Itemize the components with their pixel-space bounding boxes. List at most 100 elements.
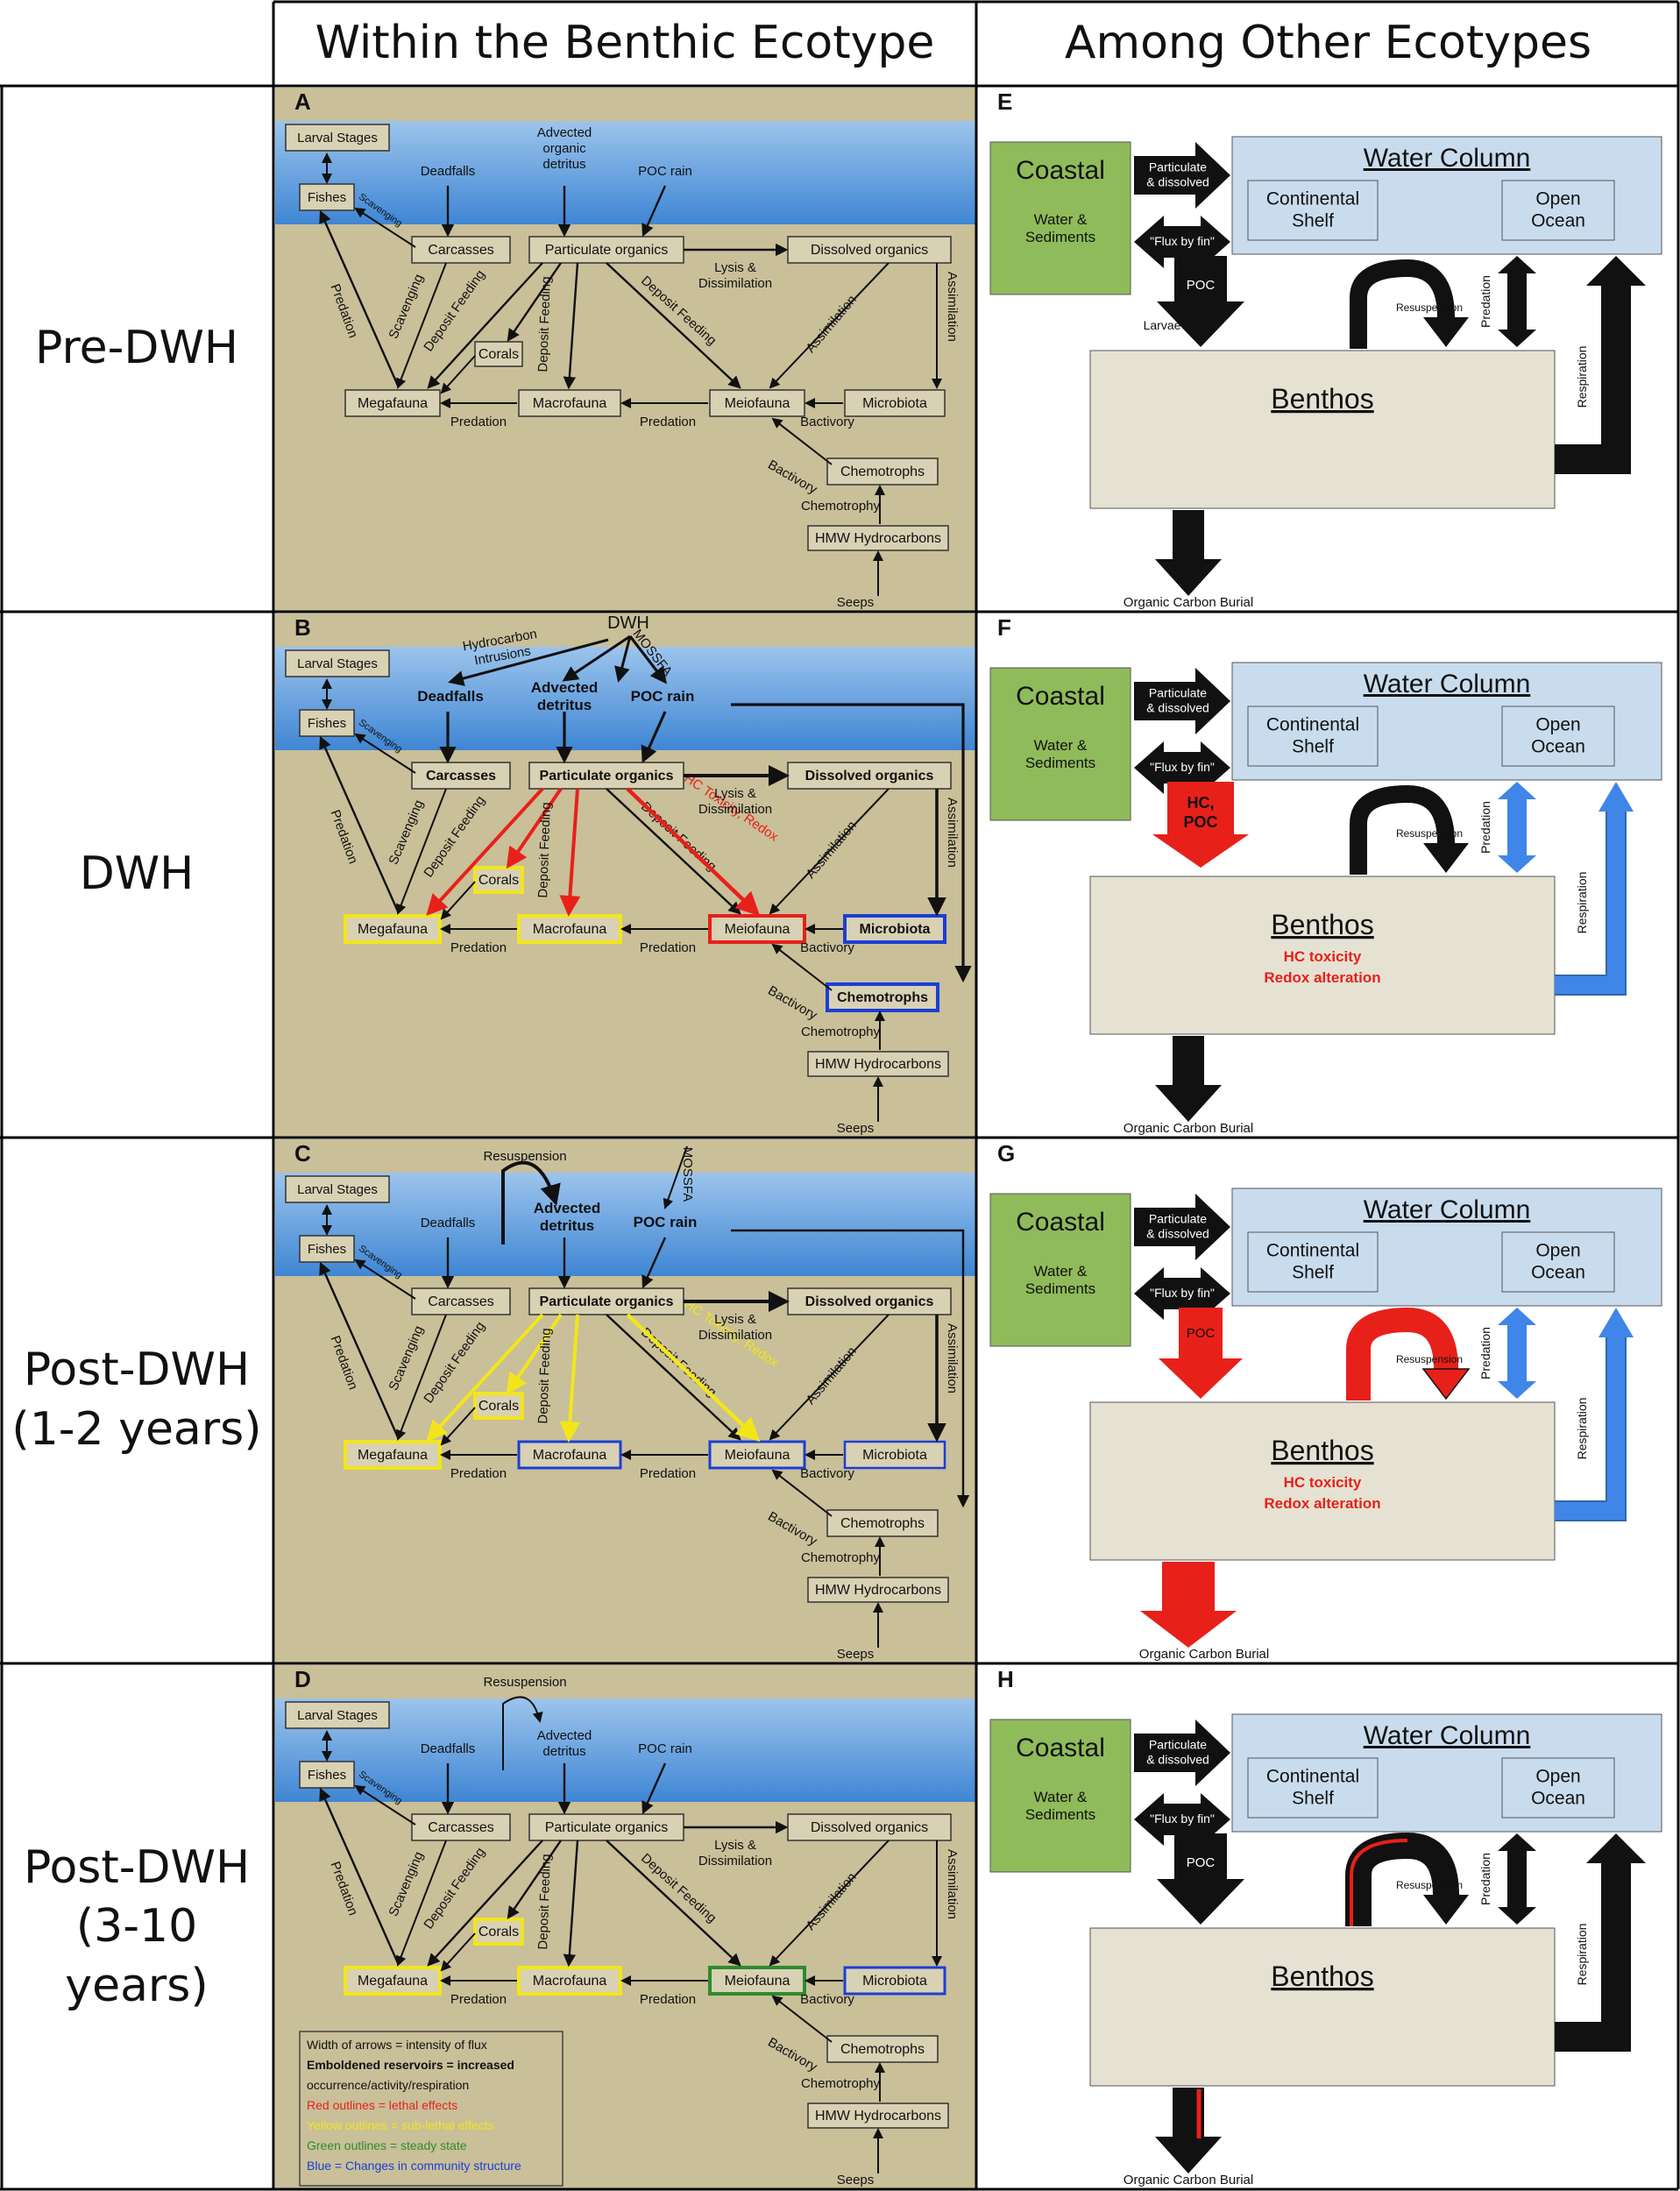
meiofauna-label: Meiofauna [725,922,790,937]
particulate-label: Particulate organics [545,1820,669,1835]
flux-arrow [396,262,447,389]
label: Bactivory [800,415,854,429]
flux-arrow [559,1314,581,1443]
open-ocean-box [1501,180,1615,241]
flux-arrow [641,711,667,763]
predation-label: Predation [1478,1853,1492,1905]
panel-letter: E [997,89,1012,115]
resuspension-label: Resuspension [1396,827,1463,840]
benthos-box [1089,350,1556,509]
meiofauna-label: Meiofauna [725,1974,790,1989]
poc-label: POC [1187,1855,1216,1870]
chemotrophs-label: Chemotrophs [840,464,925,479]
flux-arrow [606,1840,741,1967]
meiofauna-box [708,1440,806,1470]
predation-arrow [1498,1833,1536,1925]
label: Deposit Feeding [535,1328,554,1424]
flux-arrow [771,1469,833,1517]
flux-arrow [769,1840,890,1967]
flux-arrow [426,1313,544,1442]
water-column-label: Water Column [1364,1195,1531,1224]
coastal-label: Coastal [1016,1734,1105,1762]
coastal-label: Coastal [1016,682,1105,711]
flux-arrow [396,1314,447,1441]
benthos-label: Benthos [1271,1435,1373,1466]
legend-entry: Blue = Changes in community structure [307,2159,521,2173]
resuspension-loop-inner [1350,1311,1454,1400]
flux-by-fin-label: "Flux by fin" [1150,760,1215,774]
burial-label: Organic Carbon Burial [1124,2173,1253,2187]
larval-box [285,1175,390,1203]
particulate-box [528,1287,684,1315]
corals-label: Corals [478,1399,519,1414]
hc-poc-arrow [1152,782,1249,868]
label: Bactivory [800,1992,854,2007]
carcasses-label: Carcasses [428,243,494,258]
carcasses-box [411,1813,511,1841]
water-layer [275,1173,976,1276]
particulate-arrow [1134,1719,1230,1786]
larval-label: Larval Stages [297,1708,378,1723]
corals-box [473,1918,524,1946]
legend-entry: Green outlines = steady state [307,2138,467,2152]
coastal-box [989,667,1131,821]
respiration-head [1598,1308,1634,1337]
legend-entry: Emboldened reservoirs = increased [307,2058,514,2072]
fishes-label: Fishes [308,1242,346,1257]
flux-arrow [559,788,581,917]
chemotrophs-box [826,457,939,486]
resuspension-loop-inner [1350,1836,1455,1926]
label: Chemotrophy [801,1025,881,1039]
flux-arrow [614,635,632,683]
carcasses-box [411,762,511,790]
label: Deposit Feeding [535,802,554,898]
flux-arrow [319,209,400,386]
respiration-head [1598,782,1634,812]
predation-label: Predation [1478,801,1492,854]
particulate-label: Particulate& dissolved [1146,1737,1209,1766]
flux-arrow [440,355,476,394]
microbiota-label: Microbiota [862,396,927,411]
label: Assimilation [945,272,960,342]
dissolved-box [787,1287,952,1315]
label: POC rain [634,1214,698,1230]
label: Lysis &Dissimilation [698,1312,772,1343]
water-layer [275,1698,976,1802]
resuspension-loop-red-edge [1350,1839,1408,1926]
water-sediments-label: Water &Sediments [1025,737,1095,771]
header-within-benthic: Within the Benthic Ecotype [315,17,935,69]
megafauna-label: Megafauna [358,1974,428,1989]
burial-label: Organic Carbon Burial [1124,595,1253,610]
label: Resuspension [483,1149,566,1164]
meiofauna-label: Meiofauna [725,396,790,411]
label: Predation [640,415,696,429]
particulate-label: Particulate& dissolved [1146,160,1209,188]
larval-box [285,1701,390,1729]
panel-letter: B [294,614,311,641]
panel-letter: C [294,1140,311,1166]
dissolved-label: Dissolved organics [811,1820,928,1835]
macrofauna-label: Macrofauna [533,922,607,937]
label: Chemotrophy [801,499,881,514]
flux-by-fin-arrow [1134,1793,1230,1846]
respiration-arrow [1555,1861,1631,2052]
coastal-label: Coastal [1016,1208,1105,1237]
water-column-label: Water Column [1364,670,1531,698]
label: Predation [640,940,696,955]
flux-arrow [606,262,741,389]
particulate-arrow [1134,1194,1230,1260]
macrofauna-label: Macrofauna [533,1448,607,1463]
label: DWH [607,613,649,633]
label: Resuspension [483,1675,566,1690]
fishes-box [299,709,355,737]
header-among-ecotypes: Among Other Ecotypes [1064,17,1592,69]
flux-arrow [506,787,563,869]
